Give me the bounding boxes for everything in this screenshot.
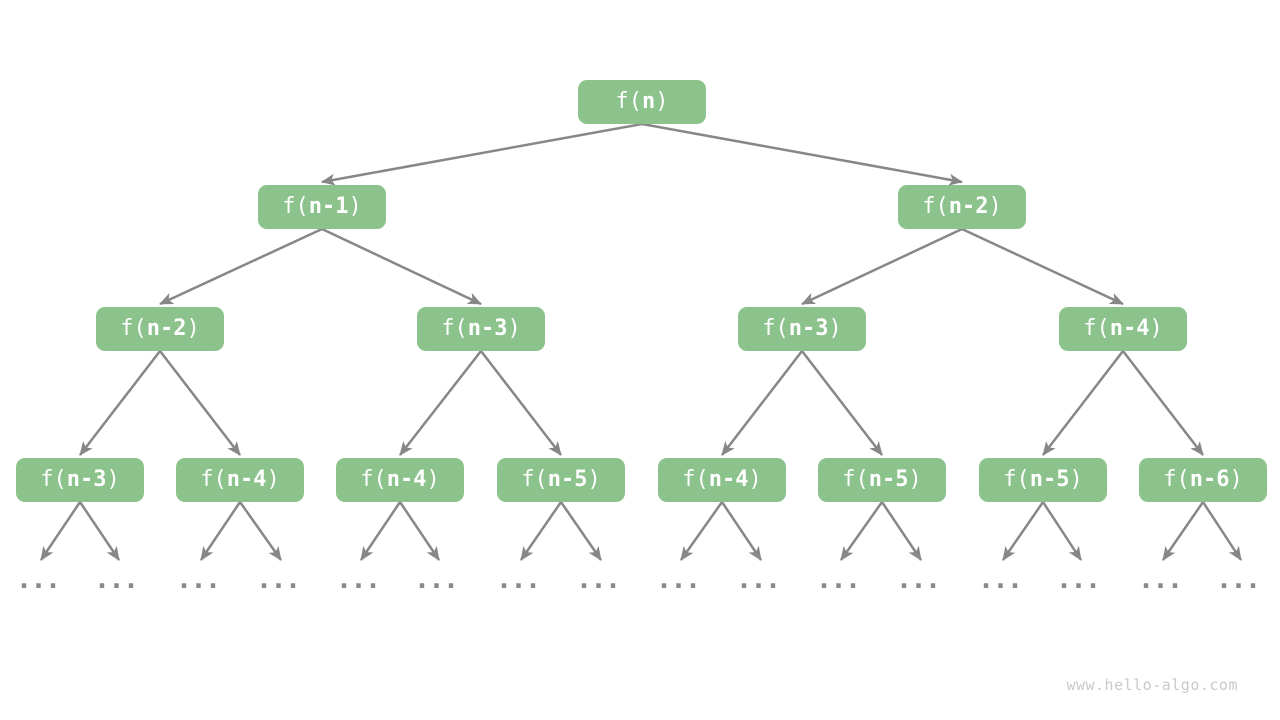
edge-root-b: [641, 122, 963, 186]
edges-group: [39, 122, 1243, 561]
edge-ab-aba: [399, 350, 482, 456]
leaf-ellipsis: ...: [1059, 565, 1103, 594]
leaf-ellipsis: ...: [819, 565, 863, 594]
edge-aba-leaf-4: [359, 501, 402, 561]
leaf-ellipsis: ...: [97, 565, 141, 594]
edge-aa-aaa: [79, 350, 161, 456]
edge-bba-leaf-13: [1041, 501, 1083, 561]
edge-aaa-leaf-1: [78, 501, 121, 561]
leaf-ellipsis: ...: [739, 565, 783, 594]
leaf-ellipsis: ...: [579, 565, 623, 594]
edge-baa-leaf-9: [720, 501, 763, 561]
leaf-ellipsis: ...: [417, 565, 461, 594]
edge-aaa-leaf-0: [39, 501, 82, 561]
edge-ba-baa: [721, 350, 803, 456]
edge-aab-leaf-2: [199, 501, 242, 561]
leaf-ellipsis: ...: [19, 565, 63, 594]
edge-bab-leaf-10: [839, 501, 884, 561]
leaf-ellipsis: ...: [899, 565, 943, 594]
edge-a-aa: [159, 227, 323, 306]
edge-aab-leaf-3: [238, 501, 283, 561]
leaf-ellipsis: ...: [1219, 565, 1263, 594]
leaf-ellipsis: ...: [981, 565, 1025, 594]
edge-bab-leaf-11: [880, 501, 923, 561]
edge-bba-leaf-12: [1001, 501, 1045, 561]
edge-aa-aab: [159, 350, 241, 456]
edge-abb-leaf-7: [559, 501, 603, 561]
edge-a-ab: [321, 227, 482, 306]
edge-bb-bbb: [1122, 350, 1204, 456]
watermark: www.hello-algo.com: [1066, 676, 1238, 694]
leaf-ellipsis: ...: [259, 565, 303, 594]
edge-bbb-leaf-14: [1161, 501, 1205, 561]
leaf-ellipsis: ...: [499, 565, 543, 594]
edge-baa-leaf-8: [679, 501, 724, 561]
edge-b-ba: [801, 227, 963, 306]
edge-root-a: [321, 122, 643, 186]
leaves-group: ........................................…: [19, 565, 1263, 594]
edge-aba-leaf-5: [398, 501, 441, 561]
edge-b-bb: [961, 227, 1124, 306]
edge-bbb-leaf-15: [1201, 501, 1243, 561]
leaf-ellipsis: ...: [1141, 565, 1185, 594]
leaf-ellipsis: ...: [659, 565, 703, 594]
leaf-ellipsis: ...: [339, 565, 383, 594]
edge-abb-leaf-6: [519, 501, 563, 561]
edge-bb-bba: [1042, 350, 1124, 456]
leaf-ellipsis: ...: [179, 565, 223, 594]
edge-ba-bab: [801, 350, 883, 456]
edge-ab-abb: [480, 350, 562, 456]
